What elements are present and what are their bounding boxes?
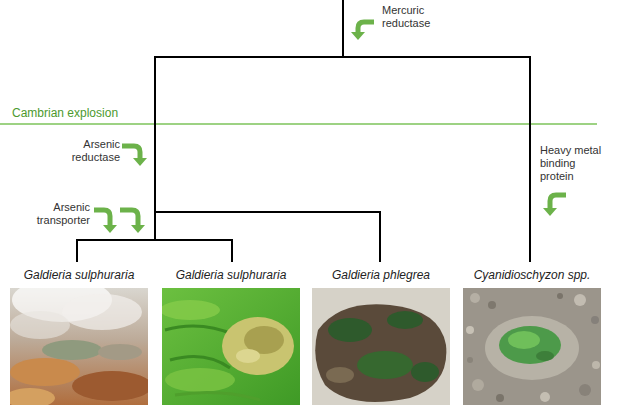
habitat-photo xyxy=(10,311,70,339)
tree-branch xyxy=(529,57,531,262)
label-slot: Galdieria sulphuraria xyxy=(7,268,151,282)
tree-branch xyxy=(154,56,531,58)
habitat-photo xyxy=(387,311,423,329)
habitat-photo xyxy=(574,294,586,306)
habitat-photo xyxy=(165,326,235,335)
habitat-photo xyxy=(236,349,260,363)
species-label: Cyanidioschyzon spp. xyxy=(460,268,604,282)
habitat-photo xyxy=(10,358,80,386)
habitat-photo xyxy=(312,288,450,405)
habitat-photo xyxy=(463,288,601,405)
gene-gain-arrow xyxy=(120,210,138,225)
species-label: Galdieria sulphuraria xyxy=(7,268,151,282)
habitat-photo xyxy=(357,351,413,379)
tree-branch xyxy=(76,240,78,262)
habitat-photo xyxy=(508,331,540,349)
habitat-photo xyxy=(496,394,504,402)
gene-gain-arrow xyxy=(94,22,566,233)
gene-gain-arrow xyxy=(133,158,147,166)
gene-label: Mercuric reductase xyxy=(382,4,444,30)
tree-branch xyxy=(76,0,531,262)
gene-gain-arrow xyxy=(122,146,140,158)
label-slot: Arsenic reductase xyxy=(58,138,120,164)
habitat-photo xyxy=(536,351,554,361)
habitat-photo xyxy=(162,300,220,320)
species-label: Galdieria phlegrea xyxy=(309,268,453,282)
habitat-photo xyxy=(485,316,579,380)
gene-gain-arrow xyxy=(103,225,117,233)
habitat-photo xyxy=(42,340,102,360)
habitat-photo xyxy=(411,362,439,382)
habitat-photo xyxy=(540,392,550,402)
gene-gain-arrow xyxy=(94,210,110,225)
label-slot: Arsenic transporter xyxy=(26,201,90,227)
gene-gain-arrow xyxy=(351,32,365,40)
habitat-photo xyxy=(326,367,354,383)
habitat-photo xyxy=(467,357,473,363)
label-slot: Mercuric reductase xyxy=(382,4,444,30)
tree-branch xyxy=(379,212,381,262)
habitat-photo xyxy=(499,326,561,364)
label-slot: Galdieria phlegrea xyxy=(309,268,453,282)
habitat-photo xyxy=(72,371,148,401)
tree-branch xyxy=(154,57,156,241)
habitat-photo xyxy=(463,288,601,405)
habitat-photo xyxy=(466,326,474,334)
gene-label: Arsenic transporter xyxy=(26,201,90,227)
habitat-photo xyxy=(10,288,148,405)
habitat-photo xyxy=(470,293,480,303)
habitat-photo xyxy=(472,379,484,391)
habitat-photo xyxy=(62,294,142,330)
gene-gain-arrow xyxy=(358,22,374,32)
gene-gain-arrow xyxy=(131,225,145,233)
habitat-photo xyxy=(222,317,294,375)
tree-branch xyxy=(76,239,233,241)
gene-label: Heavy metal binding protein xyxy=(540,144,612,184)
habitat-photo xyxy=(98,344,142,360)
label-slot: Heavy metal binding protein xyxy=(540,144,612,184)
habitat-photo xyxy=(170,356,230,368)
habitat-photo xyxy=(579,384,591,396)
tree-branch xyxy=(231,240,233,262)
era-line xyxy=(0,123,597,125)
gene-gain-arrow xyxy=(543,208,557,216)
tree-branch xyxy=(155,211,381,213)
tree-branch xyxy=(342,0,344,57)
habitat-photo xyxy=(10,388,55,405)
habitat-photo xyxy=(591,316,599,324)
habitat-photo xyxy=(175,392,260,400)
habitat-photo xyxy=(312,288,450,405)
gene-gain-arrow xyxy=(550,195,566,208)
label-slot: Cambrian explosion xyxy=(12,106,172,120)
gene-label: Arsenic reductase xyxy=(58,138,120,164)
habitat-photo xyxy=(162,288,300,405)
habitat-photo xyxy=(557,293,563,299)
label-slot: Galdieria sulphuraria xyxy=(159,268,303,282)
habitat-photo xyxy=(592,361,600,369)
habitat-photo xyxy=(315,304,446,402)
era-label: Cambrian explosion xyxy=(12,106,172,120)
habitat-photo xyxy=(488,301,496,309)
habitat-photo xyxy=(165,368,235,392)
label-slot: Cyanidioschyzon spp. xyxy=(460,268,604,282)
habitat-photo xyxy=(328,318,372,342)
species-label: Galdieria sulphuraria xyxy=(159,268,303,282)
